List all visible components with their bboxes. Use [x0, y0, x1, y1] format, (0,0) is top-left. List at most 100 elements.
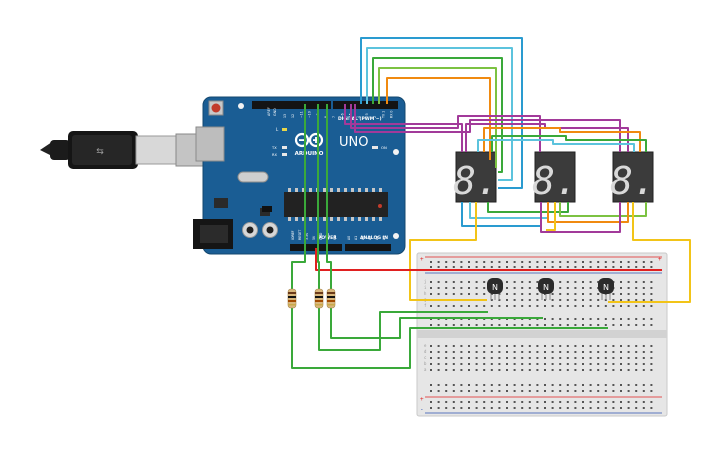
breadboard-hole[interactable]	[528, 363, 531, 365]
breadboard-hole[interactable]	[468, 390, 470, 392]
breadboard-hole[interactable]	[612, 401, 615, 403]
breadboard-hole[interactable]	[437, 357, 440, 359]
breadboard-hole[interactable]	[498, 357, 501, 359]
breadboard-hole[interactable]	[430, 384, 432, 386]
breadboard-hole[interactable]	[627, 261, 630, 263]
breadboard-hole[interactable]	[490, 299, 493, 301]
breadboard-hole[interactable]	[620, 305, 622, 307]
breadboard-hole[interactable]	[544, 299, 546, 301]
breadboard-hole[interactable]	[513, 281, 516, 283]
breadboard-hole[interactable]	[612, 305, 615, 307]
breadboard-hole[interactable]	[627, 407, 630, 409]
breadboard-hole[interactable]	[559, 324, 562, 326]
breadboard-hole[interactable]	[445, 281, 448, 283]
breadboard-hole[interactable]	[521, 266, 524, 268]
breadboard-hole[interactable]	[475, 266, 478, 268]
breadboard-hole[interactable]	[490, 390, 493, 392]
breadboard-hole[interactable]	[513, 363, 516, 365]
breadboard-hole[interactable]	[559, 407, 562, 409]
breadboard-hole[interactable]	[513, 293, 516, 295]
breadboard-hole[interactable]	[506, 351, 508, 353]
breadboard-hole[interactable]	[627, 369, 630, 371]
breadboard-hole[interactable]	[445, 261, 448, 263]
breadboard-hole[interactable]	[521, 407, 524, 409]
breadboard-hole[interactable]	[536, 287, 539, 289]
breadboard-hole[interactable]	[437, 266, 440, 268]
breadboard-hole[interactable]	[506, 363, 508, 365]
breadboard-hole[interactable]	[612, 299, 615, 301]
breadboard-hole[interactable]	[574, 305, 577, 307]
breadboard-hole[interactable]	[430, 287, 432, 289]
seven-segment-display-1[interactable]: 8.	[453, 151, 499, 203]
breadboard-hole[interactable]	[528, 281, 531, 283]
breadboard-hole[interactable]	[544, 357, 546, 359]
breadboard-hole[interactable]	[582, 281, 584, 283]
breadboard-hole[interactable]	[506, 293, 508, 295]
breadboard-hole[interactable]	[468, 287, 470, 289]
breadboard-hole[interactable]	[620, 266, 622, 268]
breadboard-hole[interactable]	[582, 318, 584, 320]
breadboard-hole[interactable]	[437, 287, 440, 289]
breadboard-hole[interactable]	[445, 407, 448, 409]
breadboard-hole[interactable]	[521, 390, 524, 392]
breadboard-hole[interactable]	[483, 351, 486, 353]
breadboard-hole[interactable]	[498, 407, 501, 409]
breadboard-hole[interactable]	[642, 407, 645, 409]
breadboard-hole[interactable]	[650, 363, 653, 365]
breadboard-hole[interactable]	[627, 281, 630, 283]
breadboard-hole[interactable]	[513, 390, 516, 392]
breadboard-hole[interactable]	[566, 324, 569, 326]
breadboard-hole[interactable]	[528, 401, 531, 403]
breadboard-hole[interactable]	[551, 324, 554, 326]
breadboard-hole[interactable]	[551, 357, 554, 359]
breadboard-hole[interactable]	[528, 305, 531, 307]
breadboard-hole[interactable]	[437, 281, 440, 283]
breadboard-hole[interactable]	[566, 266, 569, 268]
breadboard-hole[interactable]	[430, 266, 432, 268]
breadboard-hole[interactable]	[604, 390, 607, 392]
breadboard-hole[interactable]	[506, 261, 508, 263]
breadboard-hole[interactable]	[452, 345, 455, 347]
breadboard-hole[interactable]	[544, 318, 546, 320]
breadboard-hole[interactable]	[642, 305, 645, 307]
breadboard-hole[interactable]	[604, 351, 607, 353]
breadboard-hole[interactable]	[589, 390, 592, 392]
breadboard-hole[interactable]	[468, 261, 470, 263]
breadboard-hole[interactable]	[437, 390, 440, 392]
breadboard-hole[interactable]	[437, 407, 440, 409]
breadboard-hole[interactable]	[559, 287, 562, 289]
breadboard-hole[interactable]	[452, 287, 455, 289]
breadboard-hole[interactable]	[460, 266, 463, 268]
breadboard-hole[interactable]	[551, 351, 554, 353]
breadboard-hole[interactable]	[468, 305, 470, 307]
breadboard-hole[interactable]	[528, 369, 531, 371]
breadboard-hole[interactable]	[566, 357, 569, 359]
breadboard-hole[interactable]	[627, 305, 630, 307]
breadboard-hole[interactable]	[574, 384, 577, 386]
breadboard-hole[interactable]	[620, 363, 622, 365]
breadboard-hole[interactable]	[460, 351, 463, 353]
breadboard-hole[interactable]	[635, 357, 638, 359]
breadboard-hole[interactable]	[635, 266, 638, 268]
breadboard-hole[interactable]	[452, 363, 455, 365]
breadboard-hole[interactable]	[437, 324, 440, 326]
breadboard-hole[interactable]	[574, 293, 577, 295]
breadboard-hole[interactable]	[559, 390, 562, 392]
breadboard-hole[interactable]	[506, 299, 508, 301]
breadboard-hole[interactable]	[635, 407, 638, 409]
breadboard-hole[interactable]	[635, 287, 638, 289]
breadboard-hole[interactable]	[437, 363, 440, 365]
breadboard-hole[interactable]	[642, 261, 645, 263]
breadboard-hole[interactable]	[536, 293, 539, 295]
breadboard-hole[interactable]	[620, 351, 622, 353]
breadboard-hole[interactable]	[627, 287, 630, 289]
breadboard-hole[interactable]	[559, 318, 562, 320]
breadboard-hole[interactable]	[521, 384, 524, 386]
breadboard-hole[interactable]	[475, 369, 478, 371]
breadboard-hole[interactable]	[612, 351, 615, 353]
breadboard-hole[interactable]	[430, 345, 432, 347]
breadboard-hole[interactable]	[460, 293, 463, 295]
breadboard-hole[interactable]	[642, 401, 645, 403]
breadboard-hole[interactable]	[483, 363, 486, 365]
breadboard-hole[interactable]	[650, 407, 653, 409]
